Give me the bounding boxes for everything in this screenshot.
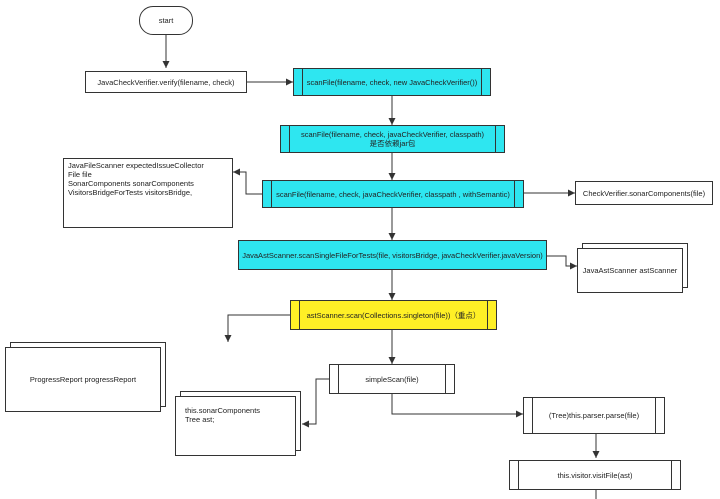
progress-report-box: ProgressReport progressReport bbox=[5, 347, 161, 412]
arrow-scanfile3-to-scanner-note bbox=[233, 168, 262, 195]
scanfile-2-sublabel: 是否依赖jar包 bbox=[369, 139, 416, 148]
simple-scan-box: simpleScan(file) bbox=[329, 364, 455, 394]
scanfile-1-label: scanFile(filename, check, new JavaCheckV… bbox=[306, 77, 478, 87]
verify-call-box: JavaCheckVerifier.verify(filename, check… bbox=[85, 71, 247, 93]
parser-parse-box: (Tree)this.parser.parse(file) bbox=[523, 397, 665, 434]
note-line: VisitorsBridgeForTests visitorsBridge, bbox=[68, 188, 193, 197]
single-file-scan-box: JavaAstScanner.scanSingleFileForTests(fi… bbox=[238, 240, 547, 270]
progress-report-label: ProgressReport progressReport bbox=[29, 375, 137, 384]
ast-scan-label: astScanner.scan(Collections.singleton(fi… bbox=[306, 310, 481, 320]
note-line: this.sonarComponents bbox=[185, 406, 261, 415]
simple-scan-label: simpleScan(file) bbox=[365, 374, 419, 384]
visit-file-box: this.visitor.visitFile(ast) bbox=[509, 460, 681, 490]
arrow-simple-scan-to-simple-note bbox=[302, 378, 329, 428]
note-line: JavaFileScanner expectedIssueCollector bbox=[68, 161, 204, 170]
note-line: SonarComponents sonarComponents bbox=[68, 179, 194, 188]
arrow-ast-scan-to-progress-report bbox=[224, 314, 290, 342]
sonar-components-label: CheckVerifier.sonarComponents(file) bbox=[582, 188, 706, 198]
ast-scanner-label: JavaAstScanner astScanner bbox=[582, 266, 678, 275]
sonar-components-box: CheckVerifier.sonarComponents(file) bbox=[575, 181, 713, 205]
parser-parse-label: (Tree)this.parser.parse(file) bbox=[548, 411, 640, 420]
note-line: Tree ast; bbox=[185, 415, 215, 424]
single-file-scan-label: JavaAstScanner.scanSingleFileForTests(fi… bbox=[242, 250, 543, 260]
start-node: start bbox=[139, 6, 193, 35]
visit-file-label: this.visitor.visitFile(ast) bbox=[557, 470, 633, 480]
arrow-single-file-to-ast-scanner bbox=[547, 255, 577, 270]
note-line: File file bbox=[68, 170, 92, 179]
simple-note-box: this.sonarComponents Tree ast; bbox=[175, 396, 296, 456]
arrow-simple-scan-to-parser-parse bbox=[391, 394, 523, 418]
verify-call-label: JavaCheckVerifier.verify(filename, check… bbox=[97, 77, 235, 87]
scanner-note-box: JavaFileScanner expectedIssueCollector F… bbox=[63, 158, 233, 228]
scanfile-2-box: scanFile(filename, check, javaCheckVerif… bbox=[280, 125, 505, 153]
ast-scanner-box: JavaAstScanner astScanner bbox=[577, 248, 683, 293]
ast-scan-box: astScanner.scan(Collections.singleton(fi… bbox=[290, 300, 497, 330]
scanfile-1-box: scanFile(filename, check, new JavaCheckV… bbox=[293, 68, 491, 96]
scanfile-3-box: scanFile(filename, check, javaCheckVerif… bbox=[262, 180, 524, 208]
scanfile-2-label: scanFile(filename, check, javaCheckVerif… bbox=[301, 130, 484, 139]
start-label: start bbox=[158, 16, 174, 25]
scanfile-3-label: scanFile(filename, check, javaCheckVerif… bbox=[276, 189, 510, 199]
